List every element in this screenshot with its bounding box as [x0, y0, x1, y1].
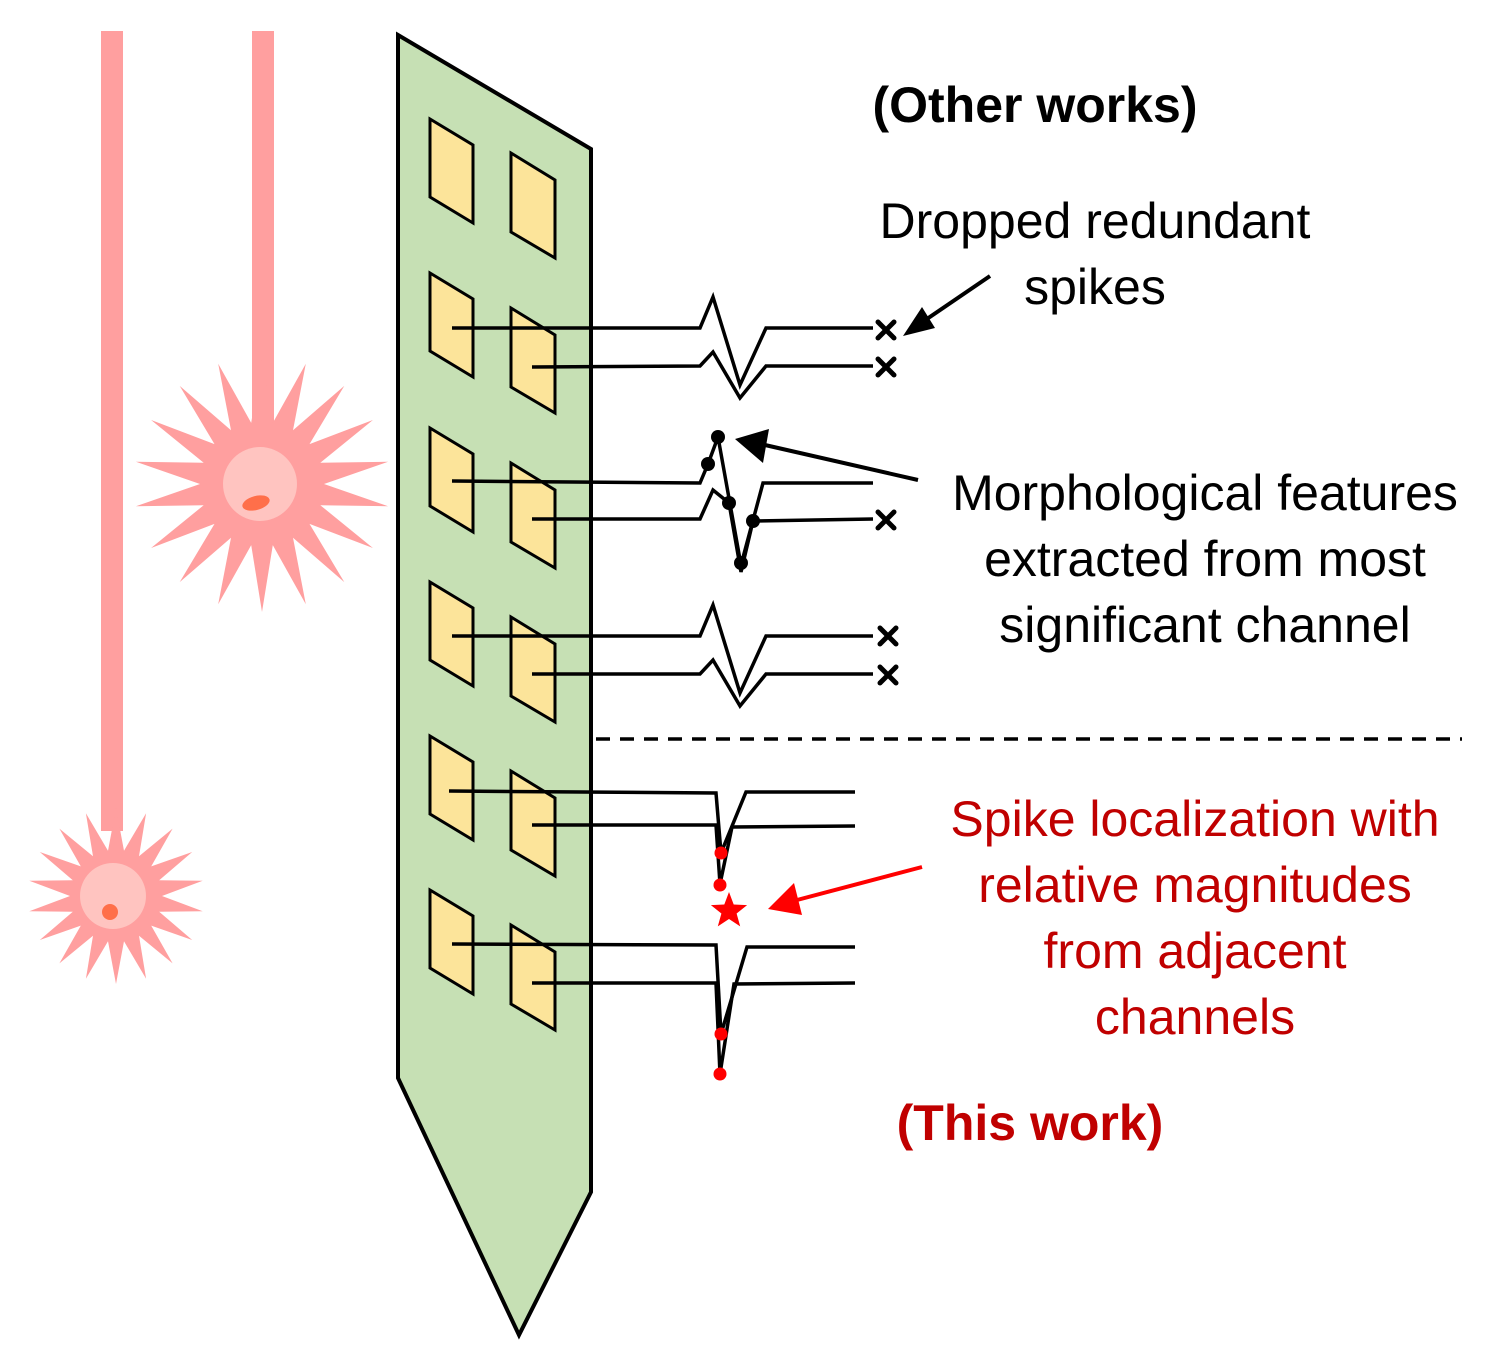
spike-trace	[531, 349, 873, 402]
neuron-axon-far	[101, 31, 123, 831]
spike-loc-line-4: channels	[1094, 989, 1296, 1045]
morph-line-2: extracted from most	[984, 531, 1426, 587]
electrode	[428, 270, 475, 380]
electrode	[428, 116, 475, 226]
drop-x-icon	[875, 509, 897, 531]
electrode	[509, 305, 557, 416]
neuron-near-nucleus	[242, 495, 270, 511]
neuron-far-nucleus	[102, 904, 118, 920]
magnitude-point	[714, 846, 728, 860]
spike-loc-line-2: relative magnitudes	[978, 857, 1412, 913]
arrow-morph-head	[735, 429, 769, 463]
morph-line-3: significant channel	[999, 597, 1411, 653]
drop-x-icon	[875, 319, 897, 341]
other-works-label: (Other works)	[872, 77, 1198, 133]
spike-trace	[532, 657, 873, 710]
probe-shank	[396, 31, 593, 1340]
feature-point	[746, 514, 760, 528]
spike-localization-label: Spike localization with relative magnitu…	[910, 786, 1480, 1050]
spike-loc-line-1: Spike localization with	[950, 791, 1440, 847]
dropped-line-2: spikes	[1024, 259, 1166, 315]
drop-x-icon	[877, 625, 899, 647]
localization-star-icon	[710, 892, 748, 927]
this-work-label: (This work)	[896, 1095, 1164, 1151]
drop-x-icon	[877, 664, 899, 686]
electrode	[428, 887, 475, 997]
magnitude-point	[713, 1067, 727, 1081]
feature-point	[701, 457, 715, 471]
feature-point	[711, 430, 725, 444]
electrode	[428, 579, 475, 689]
arrow-dropped	[919, 274, 992, 325]
neuron-axon-near	[252, 31, 274, 446]
arrow-localization	[796, 865, 923, 902]
dropped-line-1: Dropped redundant	[879, 193, 1311, 249]
morphological-features-label: Morphological features extracted from mo…	[915, 460, 1495, 658]
arrow-localization-head	[768, 883, 802, 915]
spike-trace	[452, 599, 873, 698]
electrode	[428, 733, 475, 843]
morph-line-1: Morphological features	[952, 465, 1458, 521]
magnitude-point	[713, 878, 727, 892]
feature-point	[734, 556, 748, 570]
arrow-morph	[764, 443, 919, 482]
spike-loc-line-3: from adjacent	[1043, 923, 1347, 979]
neuron-far	[29, 808, 203, 984]
neuron-near	[135, 356, 389, 612]
electrode	[509, 150, 557, 261]
neuron-far-soma	[80, 863, 146, 929]
drop-x-icon	[875, 356, 897, 378]
dropped-spikes-label: Dropped redundant spikes	[840, 188, 1350, 320]
magnitude-point	[714, 1027, 728, 1041]
spike-trace	[452, 291, 873, 390]
arrow-dropped-head	[903, 307, 935, 336]
neuron-near-soma	[223, 447, 297, 521]
electrode	[428, 425, 475, 535]
feature-point	[722, 496, 736, 510]
